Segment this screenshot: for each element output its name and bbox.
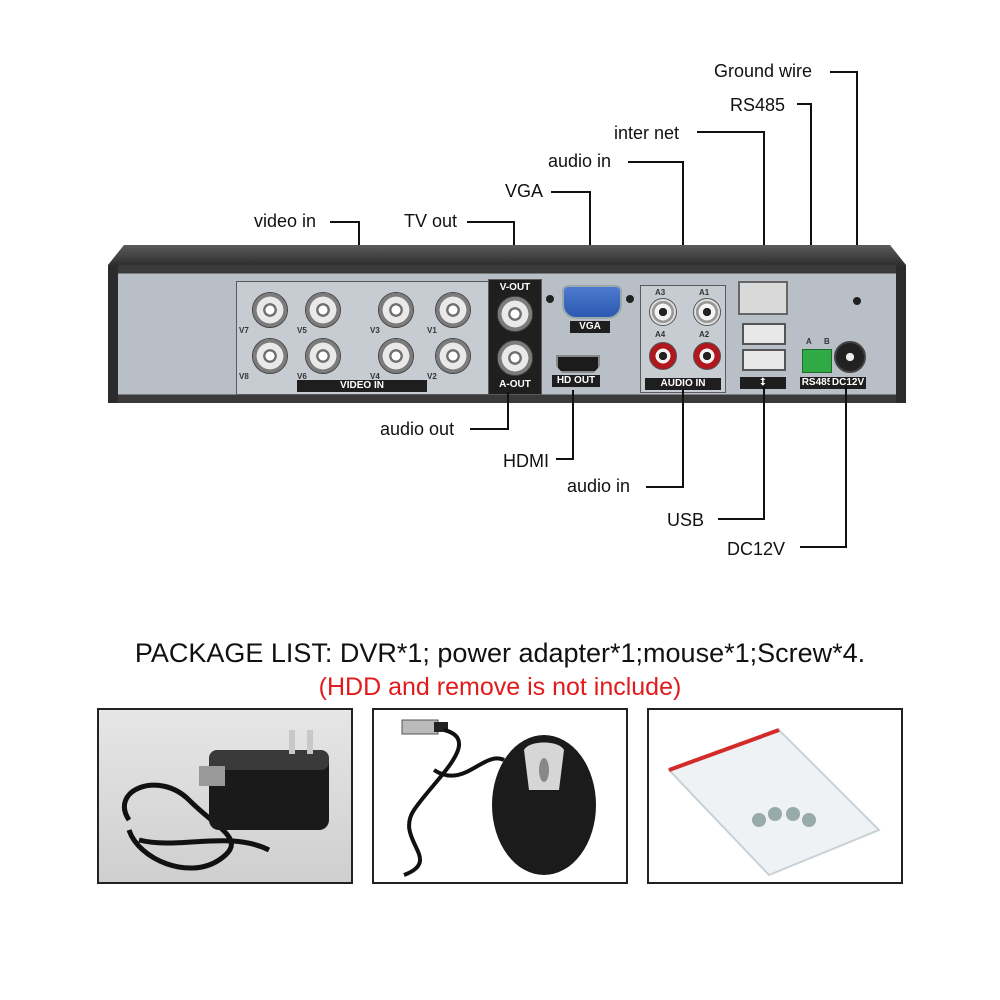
leader-line [830, 71, 858, 73]
audio-out-rca-port[interactable] [497, 340, 533, 376]
port-label: A3 [655, 288, 666, 297]
ethernet-port[interactable] [738, 281, 788, 315]
callout-inter-net: inter net [614, 123, 680, 143]
bnc-port-v1[interactable] [435, 292, 471, 328]
dvr-top-cover [108, 245, 906, 265]
port-label: V8 [239, 372, 249, 381]
audio-in-a4-port[interactable] [649, 342, 677, 370]
port-label: V2 [427, 372, 437, 381]
leader-line [572, 390, 574, 460]
vga-label: VGA [570, 321, 610, 333]
rs485-terminal[interactable] [802, 349, 832, 373]
usb-symbol-icon: ⭥ [740, 377, 786, 389]
callout-ground-wire: Ground wire [714, 61, 813, 81]
callout-audio-out: audio out [380, 419, 455, 439]
leader-line [718, 518, 765, 520]
dvr-rear-panel: V7 V5 V3 V1 V8 V6 V4 V2 VIDEO IN V-OUT A… [108, 245, 906, 410]
callout-video-in: video in [254, 211, 317, 231]
leader-line [810, 103, 812, 353]
bnc-port-v5[interactable] [305, 292, 341, 328]
port-label: V4 [370, 372, 380, 381]
hd-out-label: HD OUT [552, 375, 600, 387]
leader-line [646, 486, 684, 488]
bnc-port-v6[interactable] [305, 338, 341, 374]
mouse-image [401, 719, 596, 877]
leader-line [682, 161, 684, 279]
hdmi-port[interactable] [556, 355, 600, 373]
package-note: (HDD and remove is not include) [318, 673, 682, 701]
port-label: V1 [427, 326, 437, 335]
mouse-photo [372, 708, 628, 884]
usb-port-top[interactable] [742, 323, 786, 345]
leader-line [856, 71, 858, 289]
leader-line [797, 103, 812, 105]
leader-line [628, 161, 684, 163]
port-label: V5 [297, 326, 307, 335]
audio-in-label: AUDIO IN [645, 378, 721, 390]
bnc-port-v8[interactable] [252, 338, 288, 374]
screws-image [667, 728, 881, 877]
video-audio-out-panel: V-OUT A-OUT [488, 279, 542, 395]
bnc-port-v2[interactable] [435, 338, 471, 374]
power-adapter-photo [97, 708, 353, 884]
leader-line [682, 390, 684, 488]
callout-audio-in-bottom: audio in [567, 476, 631, 496]
usb-port-bottom[interactable] [742, 349, 786, 371]
vga-screw-right [626, 295, 634, 303]
callout-hdmi: HDMI [503, 451, 549, 471]
leader-line [556, 458, 574, 460]
audio-in-a2-port[interactable] [693, 342, 721, 370]
a-out-label: A-OUT [491, 379, 539, 391]
dc-power-jack[interactable] [834, 341, 866, 373]
leader-line [763, 131, 765, 281]
bnc-port-v3[interactable] [378, 292, 414, 328]
audio-in-a1-port[interactable] [693, 298, 721, 326]
callout-rs485: RS485 [730, 95, 786, 115]
callout-audio-in-top: audio in [548, 151, 612, 171]
rs485-a-label: A [806, 337, 812, 346]
leader-line [467, 221, 515, 223]
leader-line [800, 546, 847, 548]
port-label: V6 [297, 372, 307, 381]
vga-port[interactable] [562, 285, 622, 319]
port-label: A1 [699, 288, 710, 297]
leader-line [763, 386, 765, 520]
port-label: V7 [239, 326, 249, 335]
callout-usb: USB [667, 510, 705, 530]
leader-line [697, 131, 765, 133]
package-list-title: PACKAGE LIST: DVR*1; power adapter*1;mou… [134, 638, 866, 668]
bnc-port-v4[interactable] [378, 338, 414, 374]
leader-line [551, 191, 591, 193]
screws-photo [647, 708, 903, 884]
leader-line [507, 392, 509, 430]
callout-vga: VGA [505, 181, 544, 201]
ground-screw[interactable] [853, 297, 861, 305]
audio-in-panel: A3 A1 A4 A2 AUDIO IN [640, 285, 726, 393]
port-label: A2 [699, 330, 710, 339]
port-label: A4 [655, 330, 666, 339]
leader-line [589, 191, 591, 283]
dc12v-label: DC12V [830, 377, 866, 389]
callout-tv-out: TV out [404, 211, 458, 231]
leader-line [845, 386, 847, 548]
power-adapter-image [121, 730, 329, 871]
callout-dc12v: DC12V [727, 539, 786, 559]
video-in-panel: V7 V5 V3 V1 V8 V6 V4 V2 VIDEO IN [236, 281, 490, 395]
rs485-label: RS485 [800, 377, 834, 389]
bnc-port-v7[interactable] [252, 292, 288, 328]
v-out-label: V-OUT [491, 282, 539, 294]
video-in-label: VIDEO IN [297, 380, 427, 392]
leader-line [470, 428, 509, 430]
rs485-b-label: B [824, 337, 830, 346]
port-label: V3 [370, 326, 380, 335]
leader-line [330, 221, 360, 223]
audio-in-a3-port[interactable] [649, 298, 677, 326]
vga-screw-left [546, 295, 554, 303]
tv-out-bnc-port[interactable] [497, 296, 533, 332]
